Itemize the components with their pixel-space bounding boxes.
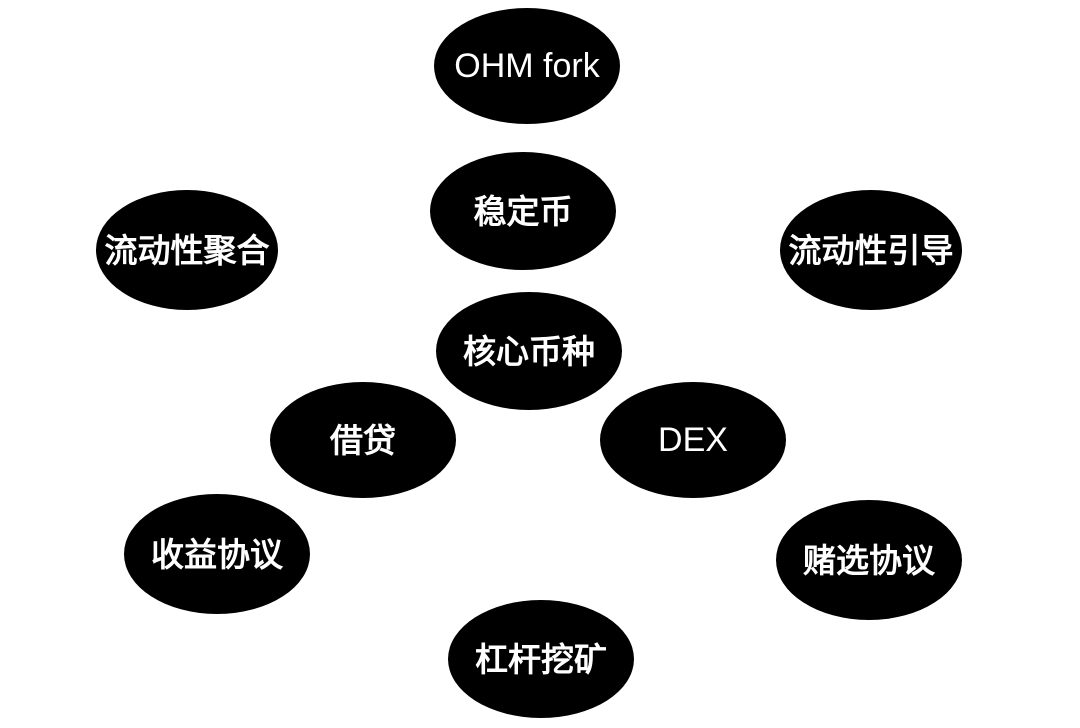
node-yield-protocol-label: 收益协议 bbox=[151, 534, 283, 574]
node-ohm-fork-label: OHM fork bbox=[454, 47, 600, 85]
node-lending-label: 借贷 bbox=[330, 420, 396, 460]
node-dex-label: DEX bbox=[658, 421, 728, 459]
node-leveraged-mining-label: 杠杆挖矿 bbox=[475, 639, 607, 679]
node-stablecoin-label: 稳定币 bbox=[473, 191, 573, 231]
node-liquidity-bootstrapping-label: 流动性引导 bbox=[788, 230, 954, 270]
node-lending: 借贷 bbox=[270, 382, 456, 498]
node-betting-protocol: 赌选协议 bbox=[776, 500, 962, 620]
node-liquidity-bootstrapping: 流动性引导 bbox=[780, 190, 962, 310]
node-core-token-label: 核心币种 bbox=[463, 331, 595, 371]
node-yield-protocol: 收益协议 bbox=[124, 494, 310, 614]
node-liquidity-aggregation-label: 流动性聚合 bbox=[104, 230, 270, 270]
node-ohm-fork: OHM fork bbox=[434, 8, 620, 124]
node-betting-protocol-label: 赌选协议 bbox=[803, 540, 935, 580]
node-liquidity-aggregation: 流动性聚合 bbox=[96, 190, 278, 310]
node-core-token: 核心币种 bbox=[436, 292, 622, 410]
node-leveraged-mining: 杠杆挖矿 bbox=[448, 600, 634, 718]
node-stablecoin: 稳定币 bbox=[430, 152, 616, 270]
node-dex: DEX bbox=[600, 382, 786, 498]
